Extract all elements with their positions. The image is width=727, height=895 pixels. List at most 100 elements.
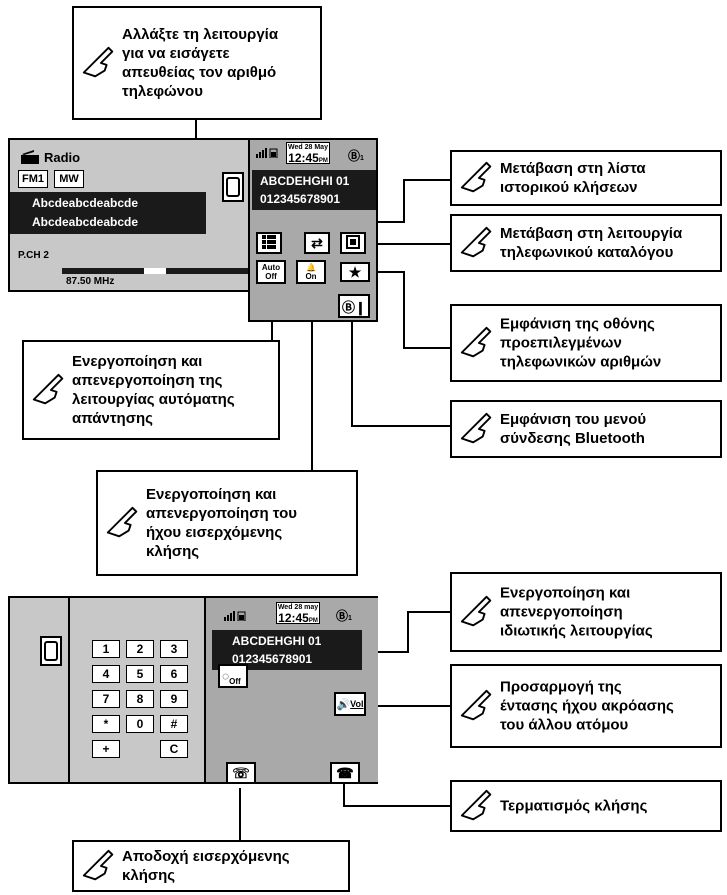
pointing-hand-icon (82, 46, 114, 78)
pointing-hand-icon (460, 226, 492, 258)
clock-date-2: Wed 28 may (277, 604, 319, 611)
private-mode-state: Off (229, 676, 241, 686)
callout-accept-call-text: Αποδοχή εισερχόμενης κλήσης (122, 848, 290, 884)
phone-status-bar: Wed 28 May 12:45PM Ⓑ1 (256, 142, 374, 166)
callout-private-mode: Ενεργοποίηση και απενεργοποίηση ιδιωτική… (450, 572, 722, 652)
bluetooth-icon: Ⓑ❙ (342, 299, 366, 315)
callout-call-history: Μετάβαση στη λίστα ιστορικού κλήσεων (450, 150, 722, 206)
callout-bluetooth-menu-text: Εμφάνιση του μενού σύνδεσης Bluetooth (500, 411, 647, 447)
radio-icon (20, 150, 40, 164)
key-3[interactable]: 3 (160, 640, 188, 658)
key-star[interactable]: * (92, 715, 120, 733)
ring-tone-button[interactable]: 🔔 On (296, 260, 326, 284)
call-history-button[interactable]: ⇄ (304, 232, 330, 254)
pointing-hand-icon (106, 506, 138, 538)
frequency-indicator (144, 268, 166, 274)
pointing-hand-icon (460, 689, 492, 721)
phonebook-icon (346, 234, 360, 252)
phone-device-icon-2 (40, 636, 62, 666)
caller-name-2: ABCDEHGHI 01 (232, 634, 322, 648)
keypad-grid: 1 2 3 4 5 6 7 8 9 * 0 # + C (92, 640, 192, 770)
callout-end-call: Τερματισμός κλήσης (450, 780, 722, 832)
keypad-icon (262, 234, 276, 252)
callout-volume: Προσαρμογή της έντασης ήχου ακρόασης του… (450, 664, 722, 748)
caller-number-2: 012345678901 (232, 652, 313, 666)
caller-info: ABCDEHGHI 01 012345678901 (252, 170, 376, 210)
callout-preset-numbers: Εμφάνιση της οθόνης προεπιλεγμένων τηλεφ… (450, 304, 722, 382)
phone-status-bar-2: Wed 28 may 12:45PM Ⓑ1 (224, 602, 374, 626)
callout-auto-answer-text: Ενεργοποίηση και απενεργοποίηση της λειτ… (72, 353, 235, 427)
pointing-hand-icon (82, 849, 114, 881)
signal-battery-icon (256, 148, 278, 161)
callout-phonebook: Μετάβαση στη λειτουργία τηλεφωνικού κατα… (450, 214, 722, 272)
accept-call-button[interactable]: ☏ (226, 762, 256, 784)
frequency-readout: 87.50 MHz (66, 276, 115, 287)
phone-pickup-icon: ☏ (232, 764, 250, 781)
caller-info-2: ABCDEHGHI 01 012345678901 (212, 630, 362, 670)
caller-name: ABCDEHGHI 01 (260, 174, 350, 188)
speaker-icon: 🔊 (336, 698, 351, 711)
key-5[interactable]: 5 (126, 665, 154, 683)
phone-device-icon (222, 172, 244, 202)
callout-private-mode-text: Ενεργοποίηση και απενεργοποίηση ιδιωτική… (500, 584, 653, 640)
star-icon: ★ (348, 263, 362, 280)
private-mode-button[interactable]: ◌ Off (218, 664, 248, 688)
phone-panel (248, 138, 378, 322)
bluetooth-device-icon-2: Ⓑ1 (336, 609, 352, 623)
call-history-icon: ⇄ (311, 234, 323, 251)
clock-time-2: 12:45 (278, 611, 309, 625)
callout-ring-tone-text: Ενεργοποίηση και απενεργοποίηση του ήχου… (146, 486, 297, 560)
display-text-area: Abcdeabcdeabcde Abcdeabcdeabcde (10, 192, 206, 234)
key-9[interactable]: 9 (160, 690, 188, 708)
ring-tone-state: On (305, 272, 317, 281)
callout-direct-number-text: Αλλάξτε τη λειτουργία για να εισάγετε απ… (122, 26, 279, 100)
bluetooth-device-icon: Ⓑ1 (348, 149, 364, 163)
pointing-hand-icon (460, 789, 492, 821)
auto-answer-label: Auto (261, 263, 281, 272)
private-mode-icon: ◌ (222, 669, 230, 683)
key-clear[interactable]: C (160, 740, 188, 758)
callout-phonebook-text: Μετάβαση στη λειτουργία τηλεφωνικού κατα… (500, 225, 683, 261)
clock-box-2: Wed 28 may 12:45PM (276, 602, 320, 624)
callout-direct-number: Αλλάξτε τη λειτουργία για να εισάγετε απ… (72, 6, 322, 120)
key-4[interactable]: 4 (92, 665, 120, 683)
signal-battery-icon-2 (224, 608, 246, 626)
phone-hangup-icon: ☎ (336, 764, 354, 781)
callout-volume-text: Προσαρμογή της έντασης ήχου ακρόασης του… (500, 678, 674, 734)
callout-preset-numbers-text: Εμφάνιση της οθόνης προεπιλεγμένων τηλεφ… (500, 315, 662, 371)
key-1[interactable]: 1 (92, 640, 120, 658)
end-call-button[interactable]: ☎ (330, 762, 360, 784)
bluetooth-menu-button[interactable]: Ⓑ❙ (338, 294, 370, 318)
key-2[interactable]: 2 (126, 640, 154, 658)
display-line-2: Abcdeabcdeabcde (32, 215, 139, 229)
key-0[interactable]: 0 (126, 715, 154, 733)
callout-call-history-text: Μετάβαση στη λίστα ιστορικού κλήσεων (500, 160, 646, 196)
callout-ring-tone: Ενεργοποίηση και απενεργοποίηση του ήχου… (96, 470, 358, 576)
pointing-hand-icon (460, 595, 492, 627)
key-6[interactable]: 6 (160, 665, 188, 683)
preset-numbers-button[interactable]: ★ (340, 262, 370, 282)
band-fm1-button[interactable]: FM1 (18, 170, 48, 188)
clock-ampm: PM (318, 158, 328, 164)
auto-answer-button[interactable]: Auto Off (256, 260, 286, 284)
clock-ampm-2: PM (308, 618, 318, 624)
callout-accept-call: Αποδοχή εισερχόμενης κλήσης (72, 840, 350, 892)
bell-icon: 🔔 (306, 263, 316, 272)
phonebook-button[interactable] (340, 232, 366, 254)
pointing-hand-icon (460, 412, 492, 444)
key-plus[interactable]: + (92, 740, 120, 758)
volume-button[interactable]: 🔊 Vol (334, 692, 366, 716)
callout-auto-answer: Ενεργοποίηση και απενεργοποίηση της λειτ… (22, 340, 280, 440)
band-mw-button[interactable]: MW (54, 170, 84, 188)
pointing-hand-icon (32, 373, 64, 405)
key-hash[interactable]: # (160, 715, 188, 733)
direct-number-button[interactable] (256, 232, 282, 254)
volume-label: Vol (350, 699, 364, 709)
display-line-1: Abcdeabcdeabcde (32, 196, 139, 210)
clock-date: Wed 28 May (288, 144, 328, 151)
key-7[interactable]: 7 (92, 690, 120, 708)
callout-bluetooth-menu: Εμφάνιση του μενού σύνδεσης Bluetooth (450, 400, 722, 458)
key-8[interactable]: 8 (126, 690, 154, 708)
clock-time: 12:45 (288, 151, 319, 165)
radio-screen: Radio FM1 MW Abcdeabcdeabcde Abcdeabcdea… (8, 138, 250, 292)
